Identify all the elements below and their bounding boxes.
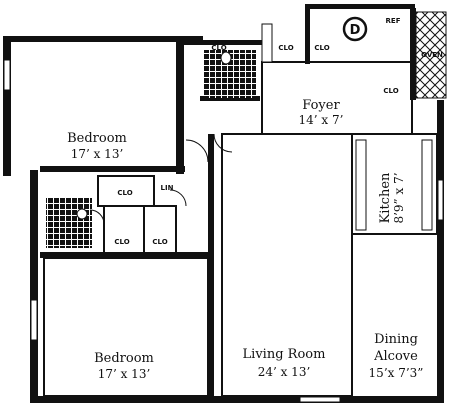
oven-label: OVEN (421, 51, 443, 59)
terrace-lattice (415, 11, 447, 99)
room-name-living: Living Room (243, 347, 326, 362)
bathroom-lower-tile (46, 198, 92, 248)
room-name-bedroom-lower: Bedroom (94, 351, 154, 366)
room-name-dining-line1: Dining (374, 332, 418, 347)
room-dim-bedroom-lower: 17’ x 13’ (98, 367, 151, 381)
room-dim-dining: 15’x 7’3” (369, 366, 424, 380)
closet-label: CLO (278, 44, 293, 52)
kitchen-counter (355, 139, 367, 231)
refrigerator-label: REF (386, 17, 401, 25)
kitchen-label-group: Kitchen 8’9” x 7’ (378, 172, 406, 224)
interior-walls (40, 40, 438, 397)
room-dim-bedroom-upper: 17’ x 13’ (71, 147, 124, 161)
linen-closet-label: LIN (161, 184, 174, 192)
room-name-dining-line2: Alcove (373, 349, 418, 364)
exterior-walls (3, 4, 444, 403)
closet-label: CLO (152, 238, 167, 246)
tub-upper (261, 23, 273, 63)
room-dim-foyer: 14’ x 7’ (299, 113, 344, 127)
room-name-bedroom-upper: Bedroom (67, 131, 127, 146)
unit-marker-d: D (342, 16, 368, 42)
unit-marker-letter: D (350, 23, 361, 38)
closet-label: CLO (383, 87, 398, 95)
room-name-kitchen: Kitchen (378, 172, 393, 223)
room-name-foyer: Foyer (302, 98, 340, 113)
closet-label: CLO (314, 44, 329, 52)
closet-label: CLO (117, 189, 132, 197)
toilet-upper (220, 51, 232, 65)
room-dim-kitchen: 8’9” x 7’ (392, 172, 406, 223)
kitchen-counter-right (421, 139, 433, 231)
windows (3, 59, 444, 403)
sink-lower (76, 208, 88, 220)
closet-label: CLO (211, 44, 226, 52)
doors (89, 133, 233, 225)
room-dim-living: 24’ x 13’ (258, 365, 311, 379)
closet-label: CLO (114, 238, 129, 246)
